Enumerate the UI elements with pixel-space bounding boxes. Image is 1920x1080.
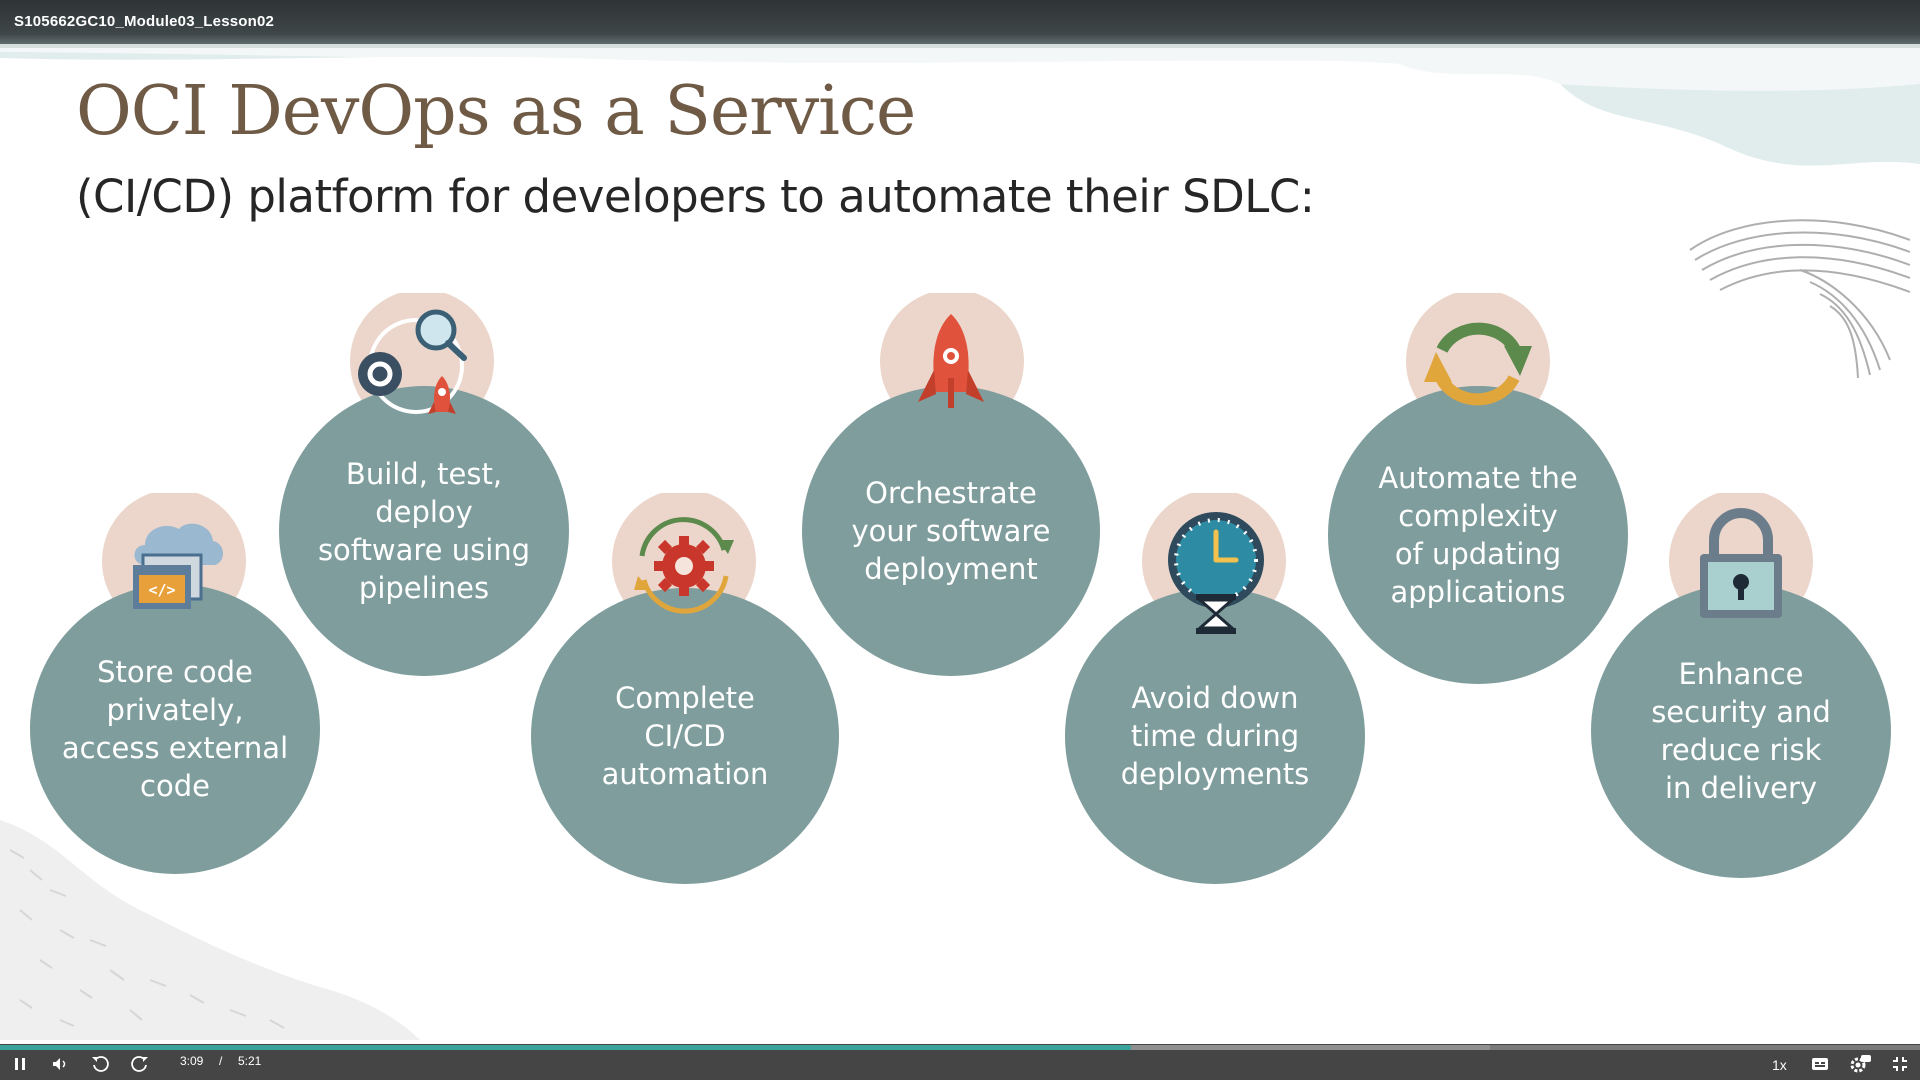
- cloud-code-icon: </>: [133, 523, 224, 609]
- feature-line: of updating: [1394, 537, 1562, 571]
- feature-line: Complete: [615, 681, 755, 715]
- feature-line: Automate the: [1378, 461, 1578, 495]
- feature-circle: Enhance security and reduce risk in deli…: [1591, 584, 1891, 878]
- texture-decoration: [0, 820, 420, 1040]
- feature-line: pipelines: [358, 571, 490, 605]
- video-title-bar: S105662GC10_Module03_Lesson02: [0, 0, 1920, 48]
- feature-line: Avoid down: [1131, 681, 1299, 715]
- clock-hourglass-icon: [1168, 512, 1264, 634]
- feature-line: deployment: [864, 552, 1038, 586]
- feature-line: automation: [601, 757, 769, 791]
- feature-text: Avoid down time during deployments: [1121, 679, 1310, 793]
- feature-line: privately,: [106, 693, 244, 727]
- captions-icon: [1812, 1058, 1828, 1070]
- feature-circle: Automate the complexity of updating appl…: [1328, 386, 1628, 684]
- forward-icon: [131, 1056, 148, 1072]
- feature-line: deploy: [375, 495, 473, 529]
- feature-line: applications: [1390, 575, 1566, 609]
- volume-icon: [53, 1058, 66, 1070]
- padlock-icon: [1700, 508, 1782, 618]
- current-time: 3:09: [180, 1054, 204, 1068]
- feature-text: Build, test, deploy software using pipel…: [318, 455, 530, 607]
- rewind-button[interactable]: [88, 1052, 112, 1076]
- feature-line: CI/CD: [644, 719, 726, 753]
- feature-circle: Orchestrate your software deployment: [802, 386, 1100, 676]
- refresh-arrows-icon: [1424, 322, 1532, 406]
- feature-line: in delivery: [1664, 771, 1818, 805]
- slide-title: OCI DevOps as a Service: [76, 72, 916, 151]
- progress-fill: [0, 1045, 1131, 1050]
- settings-icon: [1850, 1055, 1871, 1073]
- svg-text:</>: </>: [148, 581, 175, 599]
- duration: 5:21: [238, 1054, 262, 1068]
- pause-button[interactable]: [8, 1052, 32, 1076]
- feature-text: Store code privately, access external co…: [62, 653, 288, 805]
- feature-line: deployments: [1120, 757, 1310, 791]
- feature-line: security and: [1651, 695, 1831, 729]
- pause-icon: [15, 1058, 25, 1070]
- feature-text: Enhance security and reduce risk in deli…: [1651, 655, 1831, 807]
- feature-line: complexity: [1398, 499, 1558, 533]
- forward-button[interactable]: [128, 1052, 152, 1076]
- gear-cycle-icon: [634, 517, 734, 614]
- captions-button[interactable]: [1808, 1052, 1832, 1076]
- feature-line: Orchestrate: [865, 476, 1037, 510]
- playback-speed[interactable]: 1x: [1772, 1057, 1787, 1073]
- player-control-bar: [0, 1044, 1920, 1080]
- slide-subtitle: (CI/CD) platform for developers to autom…: [76, 170, 1315, 223]
- rewind-icon: [92, 1056, 109, 1072]
- feature-circle: Build, test, deploy software using pipel…: [279, 386, 569, 676]
- feature-line: code: [140, 769, 210, 803]
- feature-line: your software: [851, 514, 1051, 548]
- feature-line: access external: [61, 731, 289, 765]
- feature-text: Automate the complexity of updating appl…: [1378, 459, 1577, 611]
- time-separator: /: [219, 1054, 223, 1068]
- feature-line: Store code: [97, 655, 253, 689]
- feature-text: Complete CI/CD automation: [602, 679, 769, 793]
- feature-line: software using: [317, 533, 531, 567]
- decorative-wave: [0, 44, 1920, 166]
- build-cycle-icon: [358, 309, 467, 414]
- volume-button[interactable]: [48, 1052, 72, 1076]
- fullscreen-button[interactable]: [1888, 1052, 1912, 1076]
- feature-circle: Avoid down time during deployments: [1065, 588, 1365, 884]
- rocket-icon: [918, 314, 984, 408]
- feature-circle: Store code privately, access external co…: [30, 584, 320, 874]
- settings-button[interactable]: [1848, 1052, 1872, 1076]
- feature-line: Build, test,: [345, 457, 503, 491]
- feature-line: reduce risk: [1660, 733, 1822, 767]
- fullscreen-icon: [1893, 1057, 1907, 1071]
- video-title: S105662GC10_Module03_Lesson02: [14, 13, 275, 30]
- feature-text: Orchestrate your software deployment: [852, 474, 1051, 588]
- feature-circle: Complete CI/CD automation: [531, 588, 839, 884]
- fingerprint-decoration: [1689, 219, 1911, 379]
- feature-line: time during: [1130, 719, 1300, 753]
- feature-line: Enhance: [1678, 657, 1804, 691]
